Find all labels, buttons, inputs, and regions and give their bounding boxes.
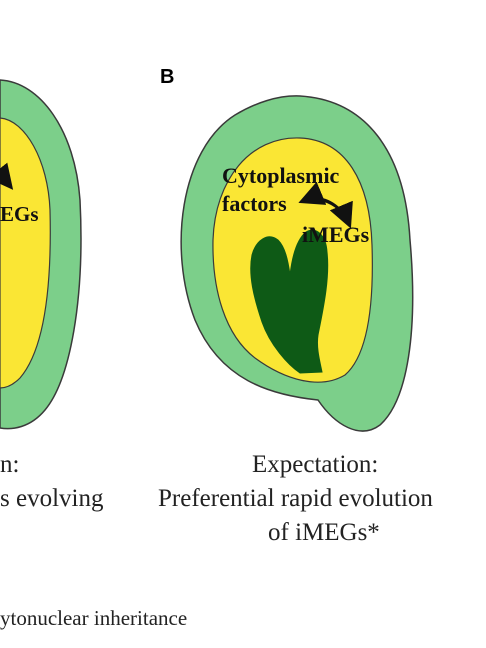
panel-b-letter: B [160,66,175,88]
arrow-to-imegs [321,198,353,229]
footnote: ytonuclear inheritance [0,606,188,630]
label-imegs: iMEGs [302,222,370,247]
panel-a-seed: EGs [0,79,82,430]
label-cytoplasmic: Cytoplasmic [222,163,340,188]
panel-b-caption-line2: Preferential rapid evolution [158,485,433,512]
panel-b-seed: Cytoplasmic factors iMEGs [180,95,414,432]
panel-b-caption-line3: of iMEGs* [268,519,380,546]
panel-b-caption-line1: Expectation: [252,451,379,478]
panel-a-caption-line2: s evolving [0,485,104,512]
label-factors: factors [222,191,287,216]
panel-a-caption-line1: n: [0,451,20,478]
panel-a-arrow [0,162,14,190]
embryo [250,229,329,374]
panel-a-imegs-label: EGs [0,202,39,226]
